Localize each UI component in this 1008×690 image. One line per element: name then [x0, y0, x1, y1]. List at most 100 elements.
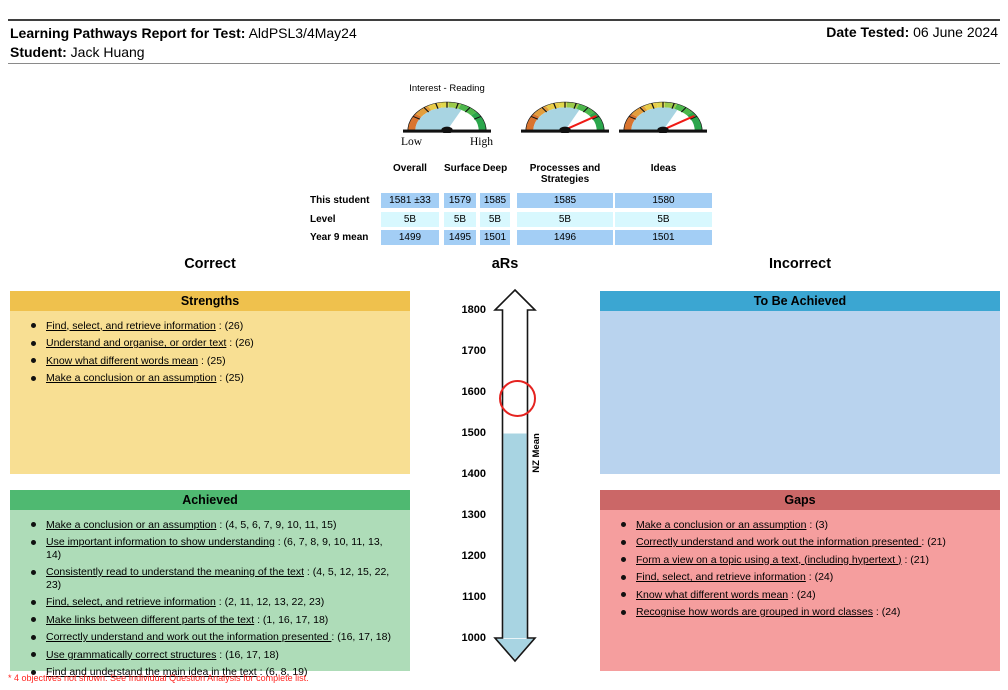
objective-questions: : (24) — [872, 606, 901, 618]
objective-link[interactable]: Form a view on a topic using a text, (in… — [636, 553, 902, 566]
student-name: Jack Huang — [70, 44, 145, 60]
date-tested-label: Date Tested: — [826, 24, 910, 40]
objective-link[interactable]: Find, select, and retrieve information — [636, 571, 806, 583]
table-row-year9-mean: Year 9 mean 1499 1495 1501 1496 1501 — [0, 230, 1008, 245]
scale-tick-label: 1400 — [461, 468, 486, 480]
scale-tick-label: 1700 — [461, 345, 486, 357]
objective-item: Make a conclusion or an assumption : (3) — [621, 516, 990, 534]
objective-questions: : (2, 11, 12, 13, 22, 23) — [215, 596, 325, 608]
objective-link[interactable]: Make a conclusion or an assumption — [46, 518, 217, 531]
objective-questions: : (16, 17, 18) — [216, 648, 279, 661]
interest-reading-gauge-icon — [403, 101, 491, 134]
objective-item: Correctly understand and work out the in… — [621, 534, 990, 552]
column-header-overall: Overall — [393, 163, 427, 174]
objective-item: Make links between different parts of th… — [31, 611, 400, 629]
row-label: This student — [310, 195, 370, 206]
objective-link[interactable]: Make a conclusion or an assumption — [636, 518, 807, 531]
objective-link[interactable]: Make a conclusion or an assumption — [46, 372, 217, 384]
objective-item: Find and understand the main idea in the… — [31, 664, 400, 682]
objective-item: Find, select, and retrieve information :… — [31, 594, 400, 612]
objective-link[interactable]: Find, select, and retrieve information — [46, 319, 216, 332]
level-cell: 5B — [444, 212, 476, 227]
date-tested-line: Date Tested: 06 June 2024 — [826, 24, 998, 40]
objective-link[interactable]: Correctly understand and work out the in… — [636, 536, 922, 548]
scale-tick-label: 1100 — [462, 591, 486, 603]
objective-link[interactable]: Use important information to show unders… — [46, 536, 275, 548]
objective-questions: : (21) — [901, 553, 929, 566]
gaps-panel: Gaps Make a conclusion or an assumption … — [600, 490, 1000, 671]
scale-tick-label: 1300 — [461, 509, 486, 521]
objective-item: Find, select, and retrieve information :… — [31, 317, 400, 335]
report-title-value: AldPSL3/4May24 — [248, 25, 357, 41]
objective-item: Find, select, and retrieve information :… — [621, 569, 990, 587]
achieved-panel-title: Achieved — [10, 490, 410, 510]
strengths-panel-title: Strengths — [10, 291, 410, 311]
score-cell: 1585 — [517, 193, 613, 208]
objective-link[interactable]: Use grammatically correct structures — [46, 648, 217, 661]
objective-item: Consistently read to understand the mean… — [31, 564, 400, 594]
objective-questions: : (21) — [921, 536, 946, 548]
objective-item: Make a conclusion or an assumption : (4,… — [31, 516, 400, 534]
column-header-surface: Surface — [444, 163, 481, 174]
objective-questions: : (16, 17, 18) — [331, 631, 391, 643]
achieved-panel: Achieved Make a conclusion or an assumpt… — [10, 490, 410, 678]
mean-cell: 1501 — [480, 230, 510, 245]
objective-link[interactable]: Know what different words mean — [636, 588, 789, 601]
row-label: Year 9 mean — [310, 232, 369, 243]
objective-link[interactable]: Recognise how words are grouped in word … — [636, 606, 873, 618]
interest-gauge-title: Interest - Reading — [409, 83, 485, 94]
score-cell: 1585 — [480, 193, 510, 208]
score-cell: 1581 ±33 — [381, 193, 439, 208]
objective-link[interactable]: Correctly understand and work out the in… — [46, 631, 332, 643]
scale-mean-fill — [503, 433, 527, 638]
mean-cell: 1496 — [517, 230, 613, 245]
objective-questions: : (26) — [215, 319, 244, 332]
level-cell: 5B — [517, 212, 613, 227]
section-header-correct: Correct — [184, 256, 236, 272]
strengths-panel: Strengths Find, select, and retrieve inf… — [10, 291, 410, 474]
level-cell: 5B — [480, 212, 510, 227]
objective-questions: : (25) — [216, 372, 244, 384]
objective-link[interactable]: Find, select, and retrieve information — [46, 596, 216, 608]
objective-link[interactable]: Know what different words mean — [46, 354, 199, 367]
table-row-level: Level 5B 5B 5B 5B 5B — [0, 212, 1008, 227]
mean-cell: 1495 — [444, 230, 476, 245]
scale-tick-label: 1600 — [461, 386, 486, 398]
section-header-incorrect: Incorrect — [768, 256, 832, 272]
objective-questions: : (6, 8, 19) — [256, 666, 308, 678]
objective-link[interactable]: Consistently read to understand the mean… — [46, 566, 304, 578]
mean-cell: 1499 — [381, 230, 439, 245]
ideas-gauge-icon — [619, 101, 707, 134]
to-be-achieved-panel-title: To Be Achieved — [600, 291, 1000, 311]
student-label: Student: — [10, 44, 67, 60]
gaps-panel-title: Gaps — [600, 490, 1000, 510]
objective-questions: : (24) — [788, 588, 816, 601]
objectives-footnote: * 4 objectives not shown. See Individual… — [8, 673, 309, 683]
report-title-line: Learning Pathways Report for Test: AldPS… — [10, 24, 357, 43]
objective-item: Make a conclusion or an assumption : (25… — [31, 370, 400, 388]
table-row-this-student: This student 1581 ±33 1579 1585 1585 158… — [0, 193, 1008, 208]
student-score-marker-circle — [499, 380, 536, 417]
objective-link[interactable]: Understand and organise, or order text — [46, 337, 227, 349]
scale-bottom-arrowhead — [496, 638, 534, 660]
objective-item: Correctly understand and work out the in… — [31, 629, 400, 647]
achieved-list: Make a conclusion or an assumption : (4,… — [10, 510, 410, 681]
score-cell: 1580 — [615, 193, 712, 208]
report-title-label: Learning Pathways Report for Test: — [10, 25, 246, 41]
gauge-high-label: High — [470, 136, 493, 148]
to-be-achieved-list — [600, 311, 1000, 317]
column-header-deep: Deep — [482, 163, 508, 174]
objective-questions: : (4, 5, 6, 7, 9, 10, 11, 15) — [216, 518, 337, 531]
nz-mean-label: NZ Mean — [531, 433, 542, 473]
objective-link[interactable]: Make links between different parts of th… — [46, 613, 255, 626]
objective-link[interactable]: Find and understand the main idea in the… — [46, 666, 257, 678]
mean-cell: 1501 — [615, 230, 712, 245]
report-header: Learning Pathways Report for Test: AldPS… — [10, 24, 357, 62]
objective-questions: : (24) — [805, 571, 834, 583]
objective-questions: : (4, 5, 12, 15, 22, 23) — [46, 566, 390, 591]
student-line: Student: Jack Huang — [10, 43, 357, 62]
interest-gauge-range-labels: Low High — [401, 136, 493, 148]
to-be-achieved-panel: To Be Achieved — [600, 291, 1000, 474]
